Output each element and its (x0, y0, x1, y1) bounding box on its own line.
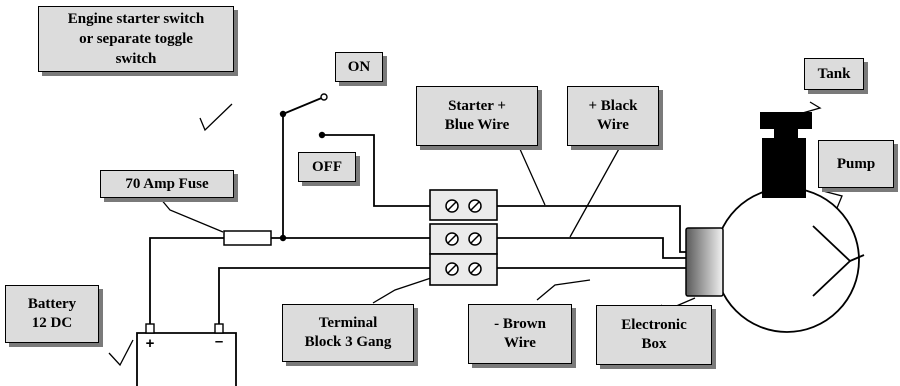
off-label: OFF (298, 152, 356, 182)
fuse-label: 70 Amp Fuse (100, 170, 234, 198)
engine-switch-label-line-1: Engine starter switch (67, 11, 205, 27)
screw-slots (447, 201, 480, 274)
fuse-icon (223, 230, 272, 246)
pump-label: Pump (818, 140, 894, 188)
black-wire-label: + Black Wire (567, 86, 659, 146)
starter-wire-label-line-1: Starter + (448, 98, 506, 114)
battery-label: Battery 12 DC (5, 285, 99, 343)
electronic-box-label: Electronic Box (596, 305, 712, 365)
brown-wire-label-line-1: - Brown (494, 316, 546, 332)
switch-contacts (279, 93, 328, 242)
electronic-box-icon (685, 227, 724, 297)
fuse-label-text: 70 Amp Fuse (125, 175, 209, 192)
tank-label-text: Tank (817, 65, 851, 82)
terminal-block-label-line-2: Block 3 Gang (304, 334, 392, 350)
engine-switch-label: Engine starter switch or separate toggle… (38, 6, 234, 72)
battery-label-line-2: 12 DC (31, 315, 73, 331)
pump-icon (714, 187, 860, 333)
black-wire-label-line-2: Wire (597, 117, 629, 133)
blue-wire (497, 205, 686, 253)
terminal-block-label-line-1: Terminal (318, 315, 378, 331)
battery-positive-wire (149, 237, 224, 328)
terminal-block (429, 189, 498, 286)
engine-switch-label-line-3: switch (115, 51, 157, 67)
black-wire (497, 237, 686, 259)
on-label: ON (335, 52, 383, 82)
brown-wire-label-line-2: Wire (504, 335, 536, 351)
electronic-box-label-line-1: Electronic (621, 317, 687, 333)
battery-negative-terminal: – (215, 333, 223, 350)
tank-icon (760, 112, 812, 198)
battery-negative-wire (218, 267, 430, 328)
tank-label: Tank (804, 58, 864, 90)
black-wire-label-line-1: + Black (588, 98, 638, 114)
on-label-text: ON (347, 58, 371, 75)
switch-lever (282, 96, 325, 115)
pump-outlet (849, 254, 865, 262)
battery-positive-terminal: + (146, 335, 155, 352)
off-terminal-wire (322, 134, 430, 207)
engine-switch-label-line-2: or separate toggle (79, 31, 193, 47)
wires (149, 96, 686, 328)
starter-wire-label: Starter + Blue Wire (416, 86, 538, 146)
battery-icon (136, 323, 237, 386)
terminal-block-label: Terminal Block 3 Gang (282, 304, 414, 362)
battery-label-line-1: Battery (27, 296, 77, 312)
starter-wire-label-line-2: Blue Wire (444, 117, 510, 133)
pump-label-text: Pump (836, 155, 876, 172)
brown-wire-label: - Brown Wire (468, 304, 572, 364)
electronic-box-label-line-2: Box (641, 336, 667, 352)
off-label-text: OFF (312, 158, 342, 175)
